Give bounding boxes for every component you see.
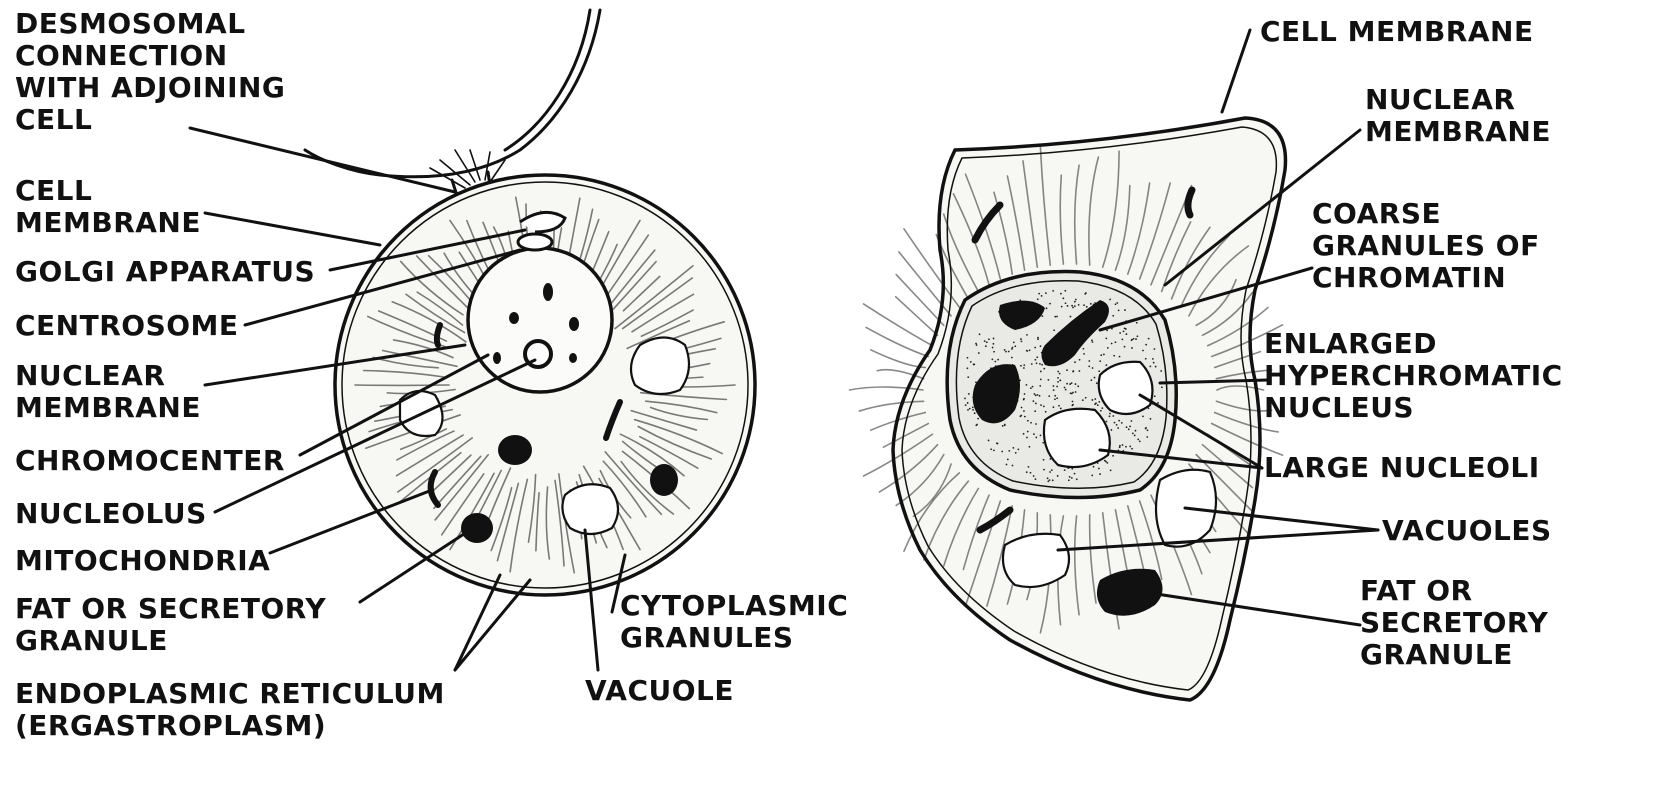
label-fat-secretory-granule-left: FAT OR SECRETORY GRANULE (15, 593, 326, 657)
large-nucleolus-1 (1099, 362, 1153, 414)
label-cytoplasmic-granules: CYTOPLASMIC GRANULES (620, 590, 848, 654)
vacuole-upper-right (631, 338, 689, 395)
centrosome (518, 234, 552, 250)
label-vacuoles: VACUOLES (1382, 515, 1552, 547)
mitochondrion-3 (437, 325, 440, 345)
label-cell-membrane-right: CELL MEMBRANE (1260, 16, 1534, 48)
label-coarse-chromatin: COARSE GRANULES OF CHROMATIN (1312, 198, 1540, 294)
label-nucleolus: NUCLEOLUS (15, 498, 207, 530)
label-golgi-apparatus: GOLGI APPARATUS (15, 256, 315, 288)
nucleus (468, 248, 612, 392)
fat-granule-3 (461, 513, 493, 543)
label-nuclear-membrane-right: NUCLEAR MEMBRANE (1365, 84, 1551, 148)
label-chromocenter: CHROMOCENTER (15, 445, 285, 477)
label-enlarged-nucleus: ENLARGED HYPERCHROMATIC NUCLEUS (1264, 328, 1563, 424)
fat-granule-2 (650, 464, 678, 496)
vacuole-lower (562, 484, 618, 534)
label-desmosomal-connection: DESMOSOMAL CONNECTION WITH ADJOINING CEL… (15, 8, 285, 136)
normal-cell (305, 10, 755, 595)
label-mitochondria: MITOCHONDRIA (15, 545, 270, 577)
label-cell-membrane-left: CELL MEMBRANE (15, 175, 201, 239)
label-endoplasmic-reticulum: ENDOPLASMIC RETICULUM (ERGASTROPLASM) (15, 678, 445, 742)
label-fat-secretory-granule-right: FAT OR SECRETORY GRANULE (1360, 575, 1548, 671)
label-large-nucleoli: LARGE NUCLEOLI (1264, 452, 1540, 484)
large-nucleolus-2 (1044, 409, 1110, 467)
cancer-mito-2 (1188, 190, 1192, 215)
label-centrosome: CENTROSOME (15, 310, 239, 342)
fat-granule-1 (498, 435, 532, 465)
label-vacuole: VACUOLE (585, 675, 734, 707)
label-nuclear-membrane-left: NUCLEAR MEMBRANE (15, 360, 201, 424)
adjoining-cell-outline (305, 10, 600, 177)
cancer-vacuole-2 (1003, 534, 1069, 587)
cancer-cell (850, 118, 1286, 700)
